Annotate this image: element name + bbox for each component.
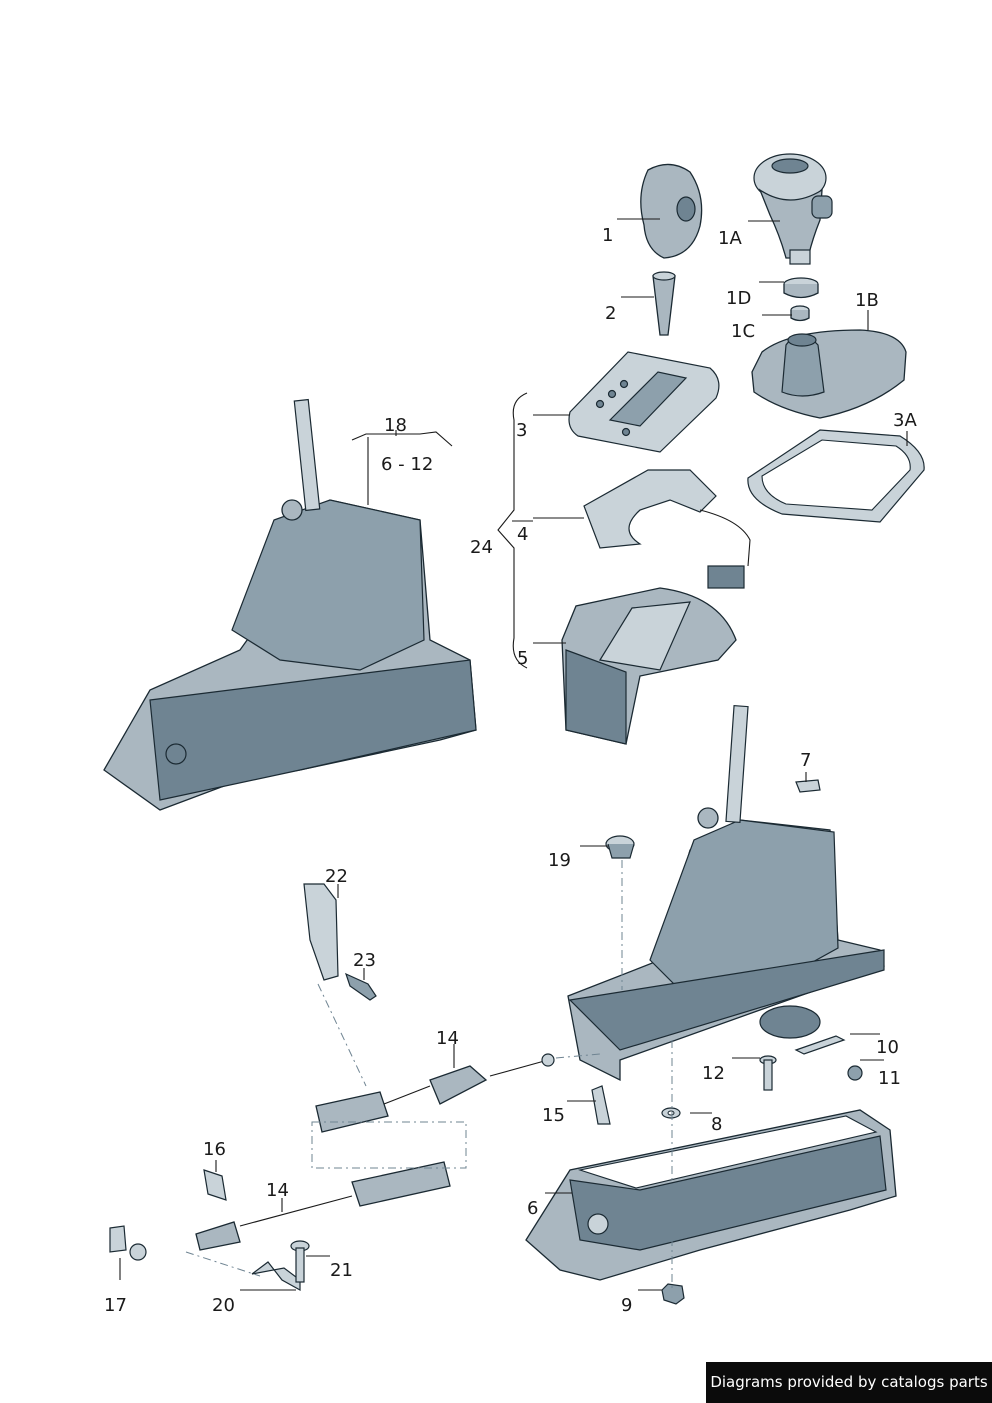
callout-16: 16 [203, 1139, 226, 1160]
housing-cover-part-5[interactable] [561, 587, 737, 745]
callout-10: 10 [876, 1037, 899, 1058]
shift-knob-part-1[interactable] [640, 163, 703, 259]
callout-6: 6 [527, 1198, 538, 1219]
bracket-part-10[interactable] [794, 1035, 846, 1055]
callout-11: 11 [878, 1068, 901, 1089]
callout-1b: 1B [855, 290, 879, 311]
callout-8: 8 [711, 1114, 722, 1135]
selector-assembly-part-18[interactable] [103, 398, 477, 811]
callout-12: 12 [702, 1063, 725, 1084]
callout-7: 7 [800, 750, 811, 771]
washer-part-8[interactable] [661, 1107, 681, 1119]
bolt-part-23[interactable] [344, 972, 377, 1001]
callout-19: 19 [548, 850, 571, 871]
callout-1a: 1A [718, 228, 742, 249]
bolt-part-12[interactable] [759, 1055, 777, 1091]
nut-part-17[interactable] [109, 1225, 127, 1253]
bracket-part-20[interactable] [251, 1261, 301, 1292]
bolt-part-21[interactable] [290, 1240, 310, 1283]
sleeve-part-1c[interactable] [790, 305, 810, 322]
callout-1d: 1D [726, 288, 751, 309]
selector-mechanism-right[interactable] [567, 705, 885, 1082]
frame-part-3a[interactable] [747, 429, 925, 523]
callout-3a: 3A [893, 410, 917, 431]
callout-6-12: 6 - 12 [381, 454, 433, 475]
insert-part-2[interactable] [652, 271, 676, 336]
cable-part-14-upper[interactable] [315, 1053, 555, 1133]
callout-1c: 1C [731, 321, 755, 342]
callout-17: 17 [104, 1295, 127, 1316]
callout-14-upper: 14 [436, 1028, 459, 1049]
callout-9: 9 [621, 1295, 632, 1316]
clip-part-7[interactable] [795, 779, 821, 793]
callout-2: 2 [605, 303, 616, 324]
callout-14-lower: 14 [266, 1180, 289, 1201]
base-housing-part-6[interactable] [525, 1109, 897, 1281]
callout-1: 1 [602, 225, 613, 246]
bracket-part-22[interactable] [303, 883, 339, 981]
nut-part-19[interactable] [605, 835, 635, 859]
callout-24: 24 [470, 537, 493, 558]
cover-plate-part-3[interactable] [568, 351, 720, 453]
nut-part-9[interactable] [661, 1283, 685, 1305]
callout-15: 15 [542, 1105, 565, 1126]
ring-part-1d[interactable] [783, 277, 819, 299]
callout-20: 20 [212, 1295, 235, 1316]
callout-4: 4 [517, 524, 528, 545]
gate-plate-part-4[interactable] [583, 469, 751, 589]
clip-part-15[interactable] [591, 1085, 611, 1125]
screw-part-11[interactable] [847, 1065, 863, 1081]
callout-5: 5 [517, 648, 528, 669]
boot-part-1b[interactable] [751, 329, 907, 419]
cable-part-14-lower[interactable] [129, 1161, 451, 1261]
callout-18: 18 [384, 415, 407, 436]
clip-part-16[interactable] [203, 1169, 227, 1201]
callout-23: 23 [353, 950, 376, 971]
credit-banner: Diagrams provided by catalogs parts [706, 1362, 992, 1403]
callout-21: 21 [330, 1260, 353, 1281]
callout-3: 3 [516, 420, 527, 441]
shift-knob-part-1a[interactable] [753, 153, 833, 265]
callout-22: 22 [325, 866, 348, 887]
